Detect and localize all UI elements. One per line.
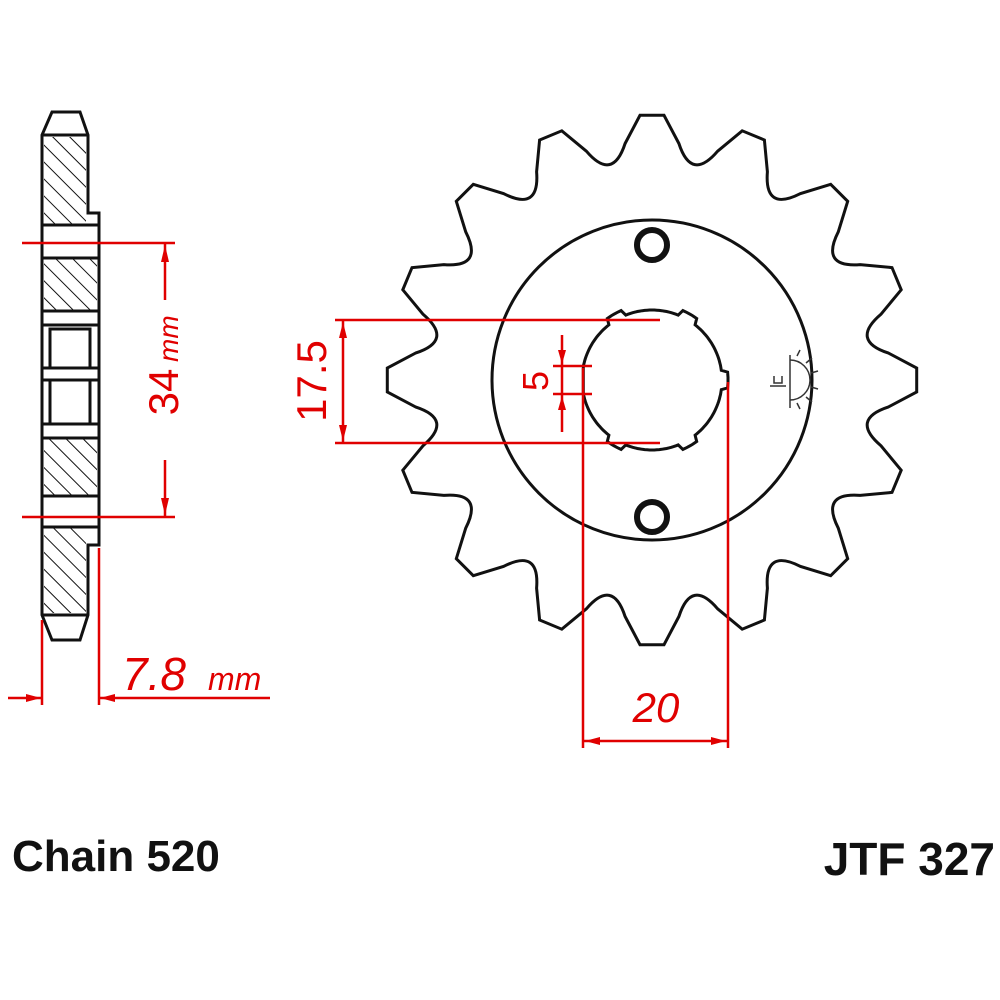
hatch-section: [44, 258, 97, 311]
part-number-caption: JTF 327: [823, 833, 995, 885]
dimension-5: [553, 335, 592, 432]
hatch-section: [44, 527, 86, 613]
hub-circle: [490, 218, 814, 542]
thickness-value: 7.8: [122, 648, 186, 700]
spline-height-value: 17.5: [288, 340, 335, 422]
dimension-34mm: [22, 241, 175, 519]
width-unit: mm: [153, 315, 184, 362]
sprocket-front-view: [385, 113, 919, 647]
chain-size-caption: Chain 520: [12, 832, 220, 881]
width-value: 34: [140, 369, 187, 416]
mounting-hole: [634, 227, 670, 263]
mounting-hole: [634, 499, 670, 535]
side-profile-view: [40, 110, 101, 642]
spline-width-value: 20: [632, 684, 680, 731]
thickness-unit: mm: [208, 661, 261, 697]
hatch-section: [44, 137, 86, 225]
sun-logo-icon: [770, 349, 819, 410]
dimension-17-5: [335, 318, 660, 445]
spline-notch-value: 5: [515, 371, 556, 391]
hatch-section: [44, 438, 97, 496]
dimension-7-8mm: [8, 548, 270, 705]
dimension-20: [581, 368, 730, 748]
